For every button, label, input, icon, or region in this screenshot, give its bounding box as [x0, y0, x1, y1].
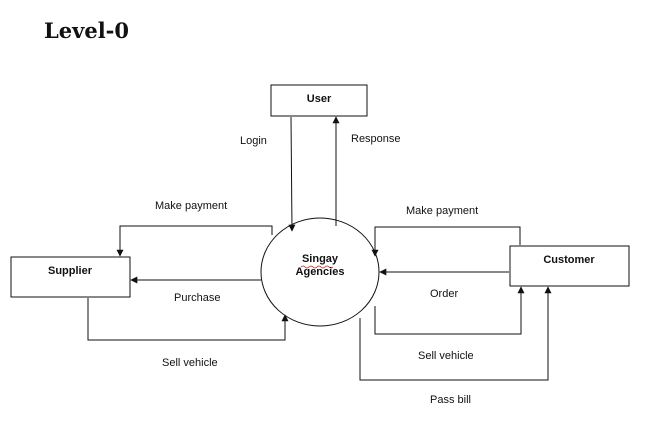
entity-user-label: User — [307, 93, 332, 105]
flow-supplier-sell-vehicle-label: Sell vehicle — [162, 357, 218, 369]
process-singay-agencies: Singay Agencies — [260, 217, 380, 327]
flow-login-label: Login — [240, 135, 267, 147]
flow-order-label: Order — [430, 288, 458, 300]
entity-supplier: Supplier — [10, 256, 131, 298]
flow-response-label: Response — [351, 133, 401, 145]
flow-customer-sell-vehicle-arrow — [374, 286, 525, 335]
flow-pass-bill-label: Pass bill — [430, 394, 471, 406]
flow-supplier-make-payment-label: Make payment — [155, 200, 227, 212]
flow-customer-sell-vehicle-label: Sell vehicle — [418, 350, 474, 362]
entity-supplier-label: Supplier — [48, 265, 93, 277]
flow-customer-make-payment-label: Make payment — [406, 205, 478, 217]
spellcheck-underline — [300, 265, 334, 269]
entity-customer: Customer — [509, 245, 630, 287]
process-label-line1: Singay — [302, 253, 339, 265]
diagram-title: Level-0 — [44, 18, 129, 43]
flow-customer-make-payment-arrow — [371, 226, 521, 257]
process-label-line2: Agencies — [296, 266, 345, 278]
flow-supplier-make-payment-arrow — [116, 225, 273, 257]
entity-user: User — [270, 84, 368, 117]
flow-login-arrow — [288, 116, 296, 232]
flow-supplier-sell-vehicle-arrow — [87, 298, 289, 341]
flow-purchase-label: Purchase — [174, 292, 220, 304]
entity-customer-label: Customer — [543, 254, 595, 266]
flow-pass-bill-arrow — [359, 286, 552, 381]
